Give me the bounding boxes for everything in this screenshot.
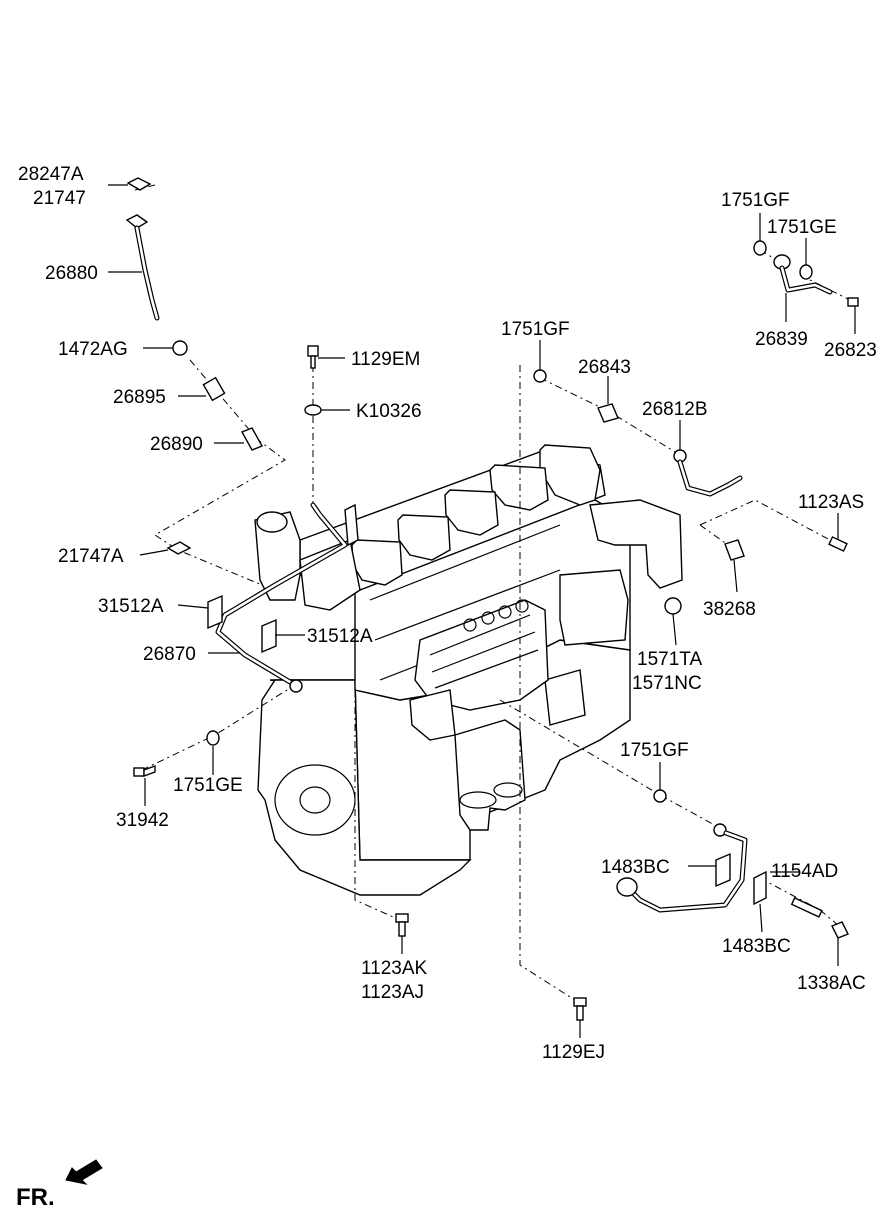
label-31942: 31942	[116, 810, 169, 831]
label-28247A: 28247A	[18, 164, 84, 185]
label-1751GE-left: 1751GE	[173, 775, 243, 796]
label-1123AS: 1123AS	[798, 492, 864, 513]
label-31512A-right: 31512A	[307, 626, 373, 647]
label-1751GF-mid: 1751GF	[501, 319, 570, 340]
part-labels: 28247A 21747 26880 1472AG 26895 26890 11…	[18, 164, 877, 1063]
label-21747A: 21747A	[58, 546, 124, 567]
label-26870: 26870	[143, 644, 196, 665]
label-26895: 26895	[113, 387, 166, 408]
parts	[125, 177, 859, 1021]
label-1751GE-top-right: 1751GE	[767, 217, 837, 238]
label-1571NC: 1571NC	[632, 673, 702, 694]
label-1751GF-top-right: 1751GF	[721, 190, 790, 211]
label-38268: 38268	[703, 599, 756, 620]
label-1338AC: 1338AC	[797, 973, 866, 994]
engine-block	[254, 444, 683, 896]
label-21747: 21747	[33, 188, 86, 209]
arrow-icon	[65, 1159, 103, 1185]
label-26843: 26843	[578, 357, 631, 378]
label-1472AG: 1472AG	[58, 339, 128, 360]
label-1571TA: 1571TA	[637, 649, 702, 670]
label-1483BC-right: 1483BC	[722, 936, 791, 957]
front-indicator: FR.	[16, 1159, 103, 1211]
label-26812B: 26812B	[642, 399, 708, 420]
label-1129EJ: 1129EJ	[542, 1042, 605, 1063]
label-1123AK: 1123AK	[361, 958, 428, 979]
label-26890: 26890	[150, 434, 203, 455]
label-26823: 26823	[824, 340, 877, 361]
label-26839: 26839	[755, 329, 808, 350]
label-26880: 26880	[45, 263, 98, 284]
front-label: FR.	[16, 1184, 55, 1211]
label-1483BC-left: 1483BC	[601, 857, 670, 878]
label-1123AJ: 1123AJ	[361, 982, 424, 1003]
label-1154AD: 1154AD	[771, 861, 838, 882]
label-31512A-left: 31512A	[98, 596, 164, 617]
label-K10326: K10326	[356, 401, 422, 422]
leader-lines	[108, 184, 856, 1038]
label-1129EM: 1129EM	[351, 349, 420, 370]
label-1751GF-bottom-right: 1751GF	[620, 740, 689, 761]
